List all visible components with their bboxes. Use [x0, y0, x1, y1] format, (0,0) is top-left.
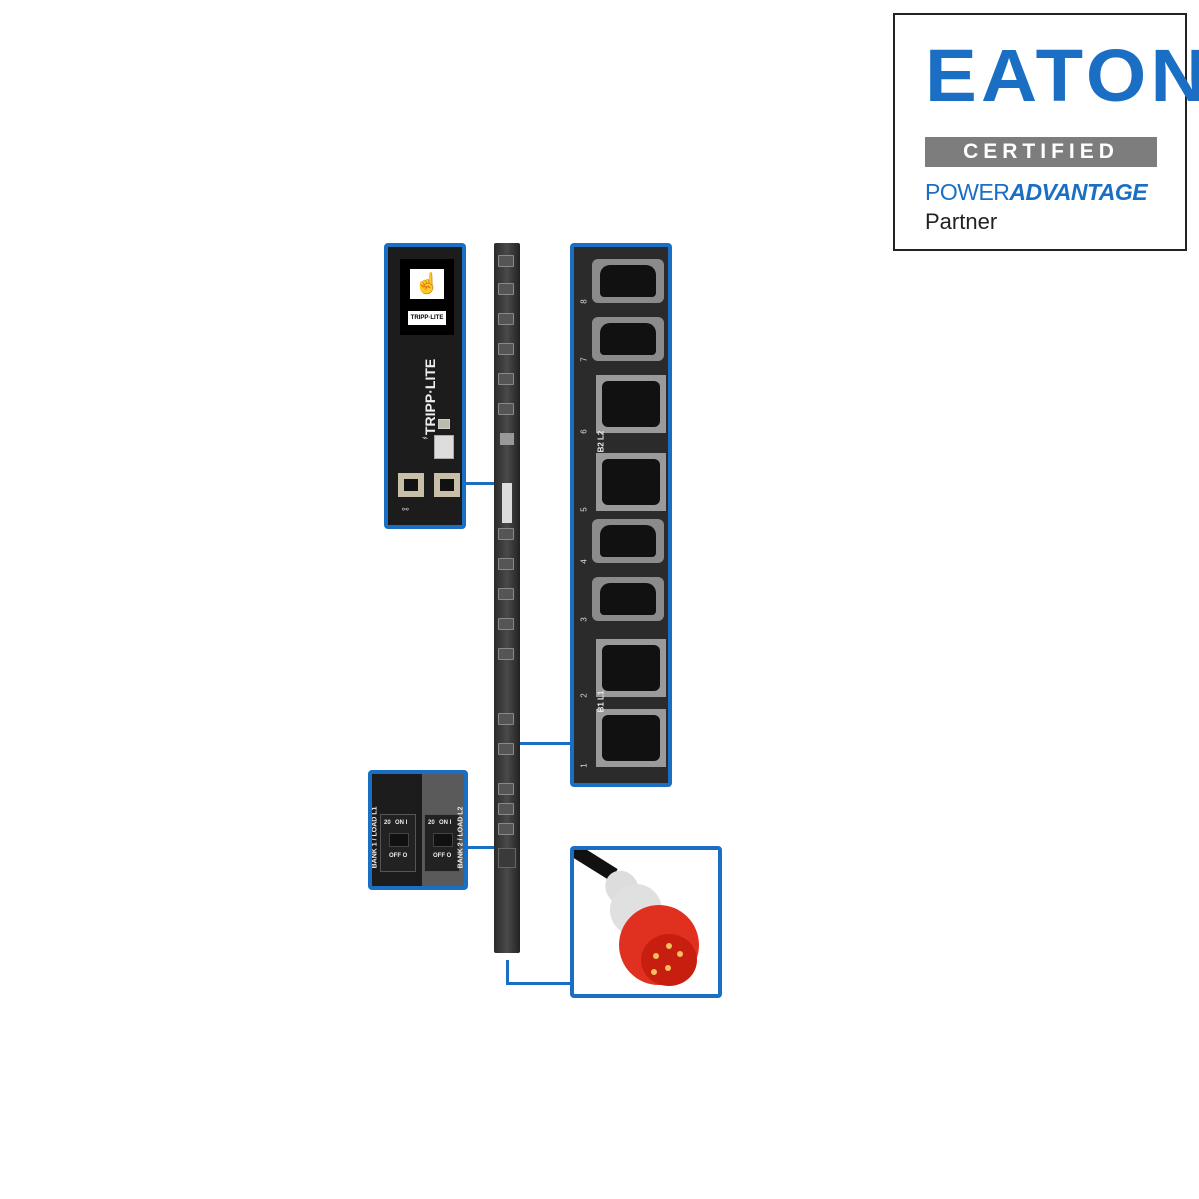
display-brand: TRIPP·LITE — [408, 311, 446, 325]
outlet-number: 7 — [579, 357, 589, 362]
bank-label: B1 L1 — [596, 690, 606, 713]
advantage-text: ADVANTAGE — [1009, 179, 1148, 205]
eaton-certified-badge: EATON CERTIFIED POWERADVANTAGE Partner — [893, 13, 1199, 251]
pdu-strip — [494, 243, 520, 953]
eaton-logo: EATON — [925, 34, 1199, 117]
outlet-c13[interactable] — [592, 519, 664, 563]
outlet-c19[interactable] — [596, 709, 666, 767]
outlet-c19[interactable] — [596, 639, 666, 697]
connector-line — [465, 482, 495, 485]
breaker-switch[interactable] — [389, 833, 409, 847]
outlet-number: 3 — [579, 617, 589, 622]
outlet-number: 8 — [579, 299, 589, 304]
breaker-on-label: ON I — [439, 820, 452, 826]
iec-60309-plug-icon — [574, 850, 699, 986]
certified-label: CERTIFIED — [925, 137, 1157, 167]
breaker-label: BANK 2 / LOAD L2 — [457, 806, 465, 869]
breaker-off-label: OFF O — [433, 853, 452, 859]
breaker-rating: 20 — [384, 820, 391, 826]
outlet-number: 6 — [579, 429, 589, 434]
outlet-c13[interactable] — [592, 577, 664, 621]
breaker-rating: 20 — [428, 820, 435, 826]
power-advantage-label: POWERADVANTAGE — [925, 179, 1148, 206]
power-text: POWER — [925, 179, 1010, 205]
outlet-number: 1 — [579, 763, 589, 768]
usb-a-ports[interactable] — [434, 435, 454, 459]
connector-line — [506, 982, 572, 985]
usb-icon: ⌁ — [422, 433, 429, 444]
control-panel-callout: ☝ TRIPP·LITE TRIPP·LITE ⌁ ⚯ — [384, 243, 466, 529]
breaker-off-label: OFF O — [389, 853, 408, 859]
connector-line — [520, 742, 572, 745]
connector-line — [506, 960, 509, 984]
breaker-bank-2[interactable]: 20 ON I OFF O — [424, 814, 460, 872]
outlet-c13[interactable] — [592, 259, 664, 303]
plug-callout — [570, 846, 722, 998]
breaker-bank-1[interactable]: 20 ON I OFF O — [380, 814, 416, 872]
outlet-c19[interactable] — [596, 453, 666, 511]
breaker-label: BANK 1 / LOAD L1 — [371, 806, 379, 869]
touch-display-icon: ☝ — [410, 269, 444, 299]
outlets-callout: 8 7 6 5 4 3 2 1 B2 L2 B1 L1 — [570, 243, 672, 787]
breaker-on-label: ON I — [395, 820, 408, 826]
network-port[interactable] — [398, 473, 424, 497]
usb-b-port[interactable] — [438, 419, 450, 429]
bank-label: B2 L2 — [596, 430, 606, 453]
outlet-number: 5 — [579, 507, 589, 512]
outlet-c19[interactable] — [596, 375, 666, 433]
network-port-icon: ⚯ — [402, 505, 409, 514]
breaker-callout: 20 ON I OFF O 20 ON I OFF O BANK 1 / LOA… — [368, 770, 468, 890]
outlet-number: 2 — [579, 693, 589, 698]
outlet-c13[interactable] — [592, 317, 664, 361]
connector-line — [467, 846, 495, 849]
partner-label: Partner — [925, 209, 998, 234]
tripp-lite-logo: TRIPP·LITE — [422, 358, 438, 435]
breaker-switch[interactable] — [433, 833, 453, 847]
console-port[interactable] — [434, 473, 460, 497]
outlet-number: 4 — [579, 559, 589, 564]
lcd-display[interactable]: ☝ TRIPP·LITE — [400, 259, 454, 335]
